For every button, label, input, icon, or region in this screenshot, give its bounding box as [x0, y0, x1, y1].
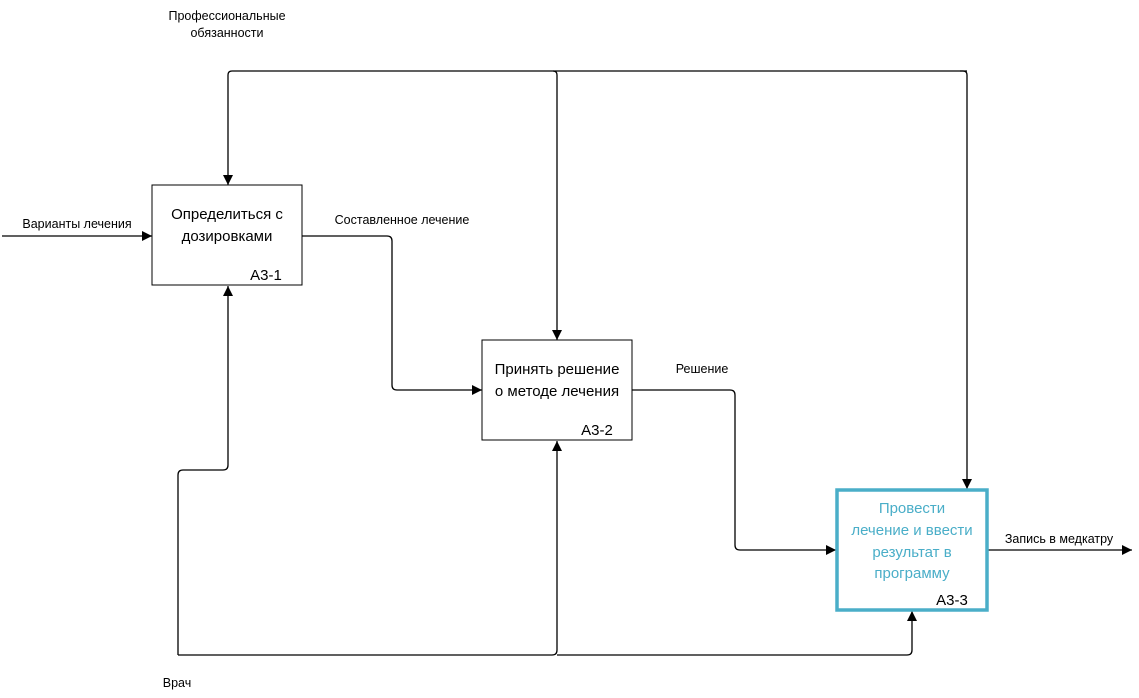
box-a3-2-title-line-1: Принять решение — [495, 361, 620, 378]
control-arrow-to-a3-3 — [960, 70, 972, 489]
function-box-a3-1: Определиться с дозировками А3-1 — [151, 184, 303, 286]
box-a3-3-title-line-3: результат в — [872, 544, 951, 561]
box-a3-2-code: А3-2 — [581, 422, 613, 439]
control-arrow-to-a3-2 — [552, 70, 562, 340]
output-label-a3-2: Решение — [676, 362, 729, 376]
function-box-a3-2: Принять решение о методе лечения А3-2 — [481, 339, 633, 441]
control-label-line-1: Профессиональные — [168, 9, 285, 23]
box-a3-1-code: А3-1 — [250, 267, 282, 284]
mechanism-arrow-to-a3-3 — [557, 611, 917, 656]
output-label-a3-1: Составленное лечение — [335, 213, 470, 227]
input-label: Варианты лечения — [22, 217, 131, 231]
box-a3-1-title-line-1: Определиться с — [171, 206, 283, 223]
control-label-line-2: обязанности — [190, 26, 263, 40]
mechanism-arrow-to-a3-2 — [178, 441, 562, 656]
function-box-a3-3: Провести лечение и ввести результат в пр… — [835, 488, 989, 612]
box-a3-3-code: А3-3 — [936, 592, 968, 609]
arrow-a3-1-to-a3-2 — [302, 235, 482, 395]
mechanism-arrow-to-a3-1 — [177, 286, 233, 655]
output-label-a3-3: Запись в медкатру — [1005, 532, 1114, 546]
box-a3-3-title-line-4: программу — [874, 565, 950, 582]
arrow-a3-2-to-a3-3 — [632, 389, 836, 555]
mechanism-label: Врач — [163, 676, 191, 690]
control-arrow-to-a3-1 — [223, 70, 967, 185]
box-a3-3-title-line-2: лечение и ввести — [851, 522, 972, 539]
box-a3-2-title-line-2: о методе лечения — [495, 383, 619, 400]
box-a3-3-title-line-1: Провести — [879, 500, 945, 517]
box-a3-1-title-line-2: дозировками — [182, 228, 273, 245]
